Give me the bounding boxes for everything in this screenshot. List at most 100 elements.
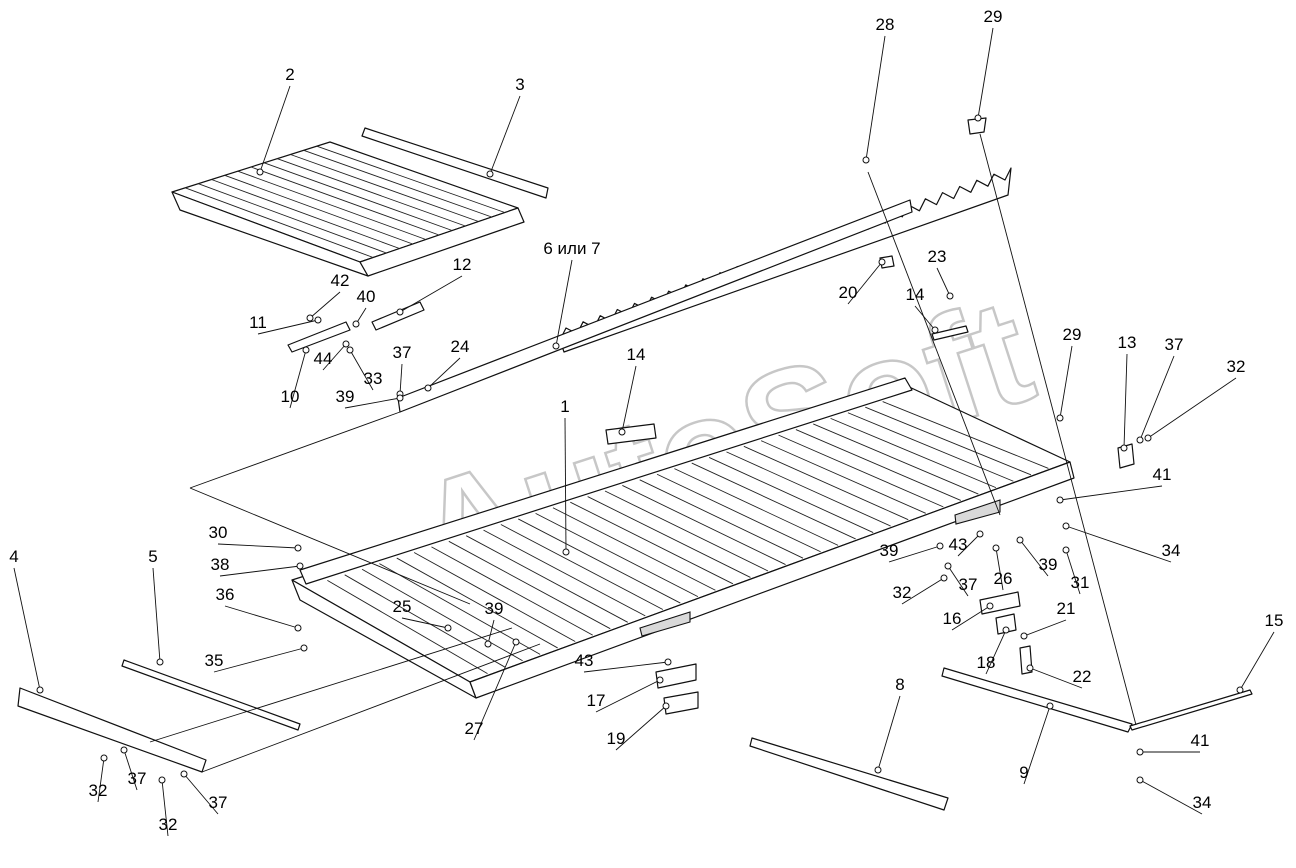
leader-line-22 xyxy=(1029,667,1083,689)
fastener-9 xyxy=(1046,702,1054,710)
callout-30: 30 xyxy=(209,523,228,542)
fastener-11 xyxy=(314,316,322,324)
fastener-32 xyxy=(100,754,108,762)
leader-line-24 xyxy=(427,357,461,389)
leader-line-26 xyxy=(995,547,1004,591)
leader-line-37 xyxy=(399,363,403,395)
fastener-23 xyxy=(946,292,954,300)
callout-19: 19 xyxy=(607,729,626,748)
fastener-8 xyxy=(874,766,882,774)
leader-line-5 xyxy=(152,567,161,663)
leader-line-35 xyxy=(213,647,305,673)
fastener-4 xyxy=(36,686,44,694)
leader-line-30 xyxy=(217,543,299,549)
callout-27: 27 xyxy=(465,719,484,738)
part-1-main-frame xyxy=(291,377,1075,699)
leader-line-29 xyxy=(1059,345,1073,419)
callout-22: 22 xyxy=(1073,667,1092,686)
fastener-25 xyxy=(444,624,452,632)
leader-line-39 xyxy=(1019,539,1049,577)
fastener-44 xyxy=(342,340,350,348)
fastener-37 xyxy=(120,746,128,754)
fastener-41 xyxy=(1056,496,1064,504)
leader-line-32 xyxy=(97,757,105,803)
leader-line-39 xyxy=(888,545,941,563)
callout-39: 39 xyxy=(880,541,899,560)
callout-4: 4 xyxy=(9,547,18,566)
fastener-33 xyxy=(346,346,354,354)
fastener-32 xyxy=(940,574,948,582)
callout-21: 21 xyxy=(1057,599,1076,618)
fastener-27 xyxy=(512,638,520,646)
callout-20: 20 xyxy=(839,283,858,302)
callout-33: 33 xyxy=(364,369,383,388)
callout-17: 17 xyxy=(587,691,606,710)
callout-36: 36 xyxy=(216,585,235,604)
callout-32: 32 xyxy=(893,583,912,602)
callout-26: 26 xyxy=(994,569,1013,588)
callout-37: 37 xyxy=(209,793,228,812)
fastener-40 xyxy=(352,320,360,328)
leader-line-13 xyxy=(1123,353,1128,449)
callout-32: 32 xyxy=(159,815,178,834)
leader-line-12 xyxy=(399,275,463,313)
leader-line-43 xyxy=(957,533,981,557)
fastener-32 xyxy=(1144,434,1152,442)
callout-41: 41 xyxy=(1153,465,1172,484)
callout-41: 41 xyxy=(1191,731,1210,750)
fastener-19 xyxy=(662,702,670,710)
fastener-21 xyxy=(1020,632,1028,640)
fastener-6 или 7 xyxy=(552,342,560,350)
callout-39: 39 xyxy=(1039,555,1058,574)
fastener-37 xyxy=(1136,436,1144,444)
callout-38: 38 xyxy=(211,555,230,574)
fastener-39 xyxy=(484,640,492,648)
leader-line-23 xyxy=(936,267,951,297)
callout-6 или 7: 6 или 7 xyxy=(543,239,600,258)
fastener-39 xyxy=(936,542,944,550)
fastener-3 xyxy=(486,170,494,178)
fastener-5 xyxy=(156,658,164,666)
fastener-24 xyxy=(424,384,432,392)
leader-line-39 xyxy=(487,619,495,645)
callout-5: 5 xyxy=(148,547,157,566)
fastener-14 xyxy=(931,326,939,334)
fastener-42 xyxy=(306,314,314,322)
fastener-28 xyxy=(862,156,870,164)
fastener-17 xyxy=(656,676,664,684)
leader-line-9 xyxy=(1023,705,1051,785)
leader-line-32 xyxy=(1147,377,1237,439)
fastener-2 xyxy=(256,168,264,176)
leader-line-4 xyxy=(13,567,41,691)
fastener-34 xyxy=(1062,522,1070,530)
part-15-rod xyxy=(1129,689,1253,731)
fastener-38 xyxy=(296,562,304,570)
callout-44: 44 xyxy=(314,349,333,368)
leader-line-33 xyxy=(349,349,374,391)
callout-9: 9 xyxy=(1019,763,1028,782)
fastener-43 xyxy=(976,530,984,538)
callout-37: 37 xyxy=(1165,335,1184,354)
leader-line-18 xyxy=(985,629,1007,675)
callout-31: 31 xyxy=(1071,573,1090,592)
fastener-39 xyxy=(396,394,404,402)
leader-line-41 xyxy=(1059,485,1163,501)
fastener-26 xyxy=(992,544,1000,552)
fastener-13 xyxy=(1120,444,1128,452)
callout-16: 16 xyxy=(943,609,962,628)
leader-line-37 xyxy=(947,565,969,597)
leader-line-34 xyxy=(1065,525,1172,563)
leader-line-8 xyxy=(877,695,901,771)
part-3-strip xyxy=(361,127,549,199)
callout-34: 34 xyxy=(1162,541,1181,560)
callout-28: 28 xyxy=(876,15,895,34)
fastener-34 xyxy=(1136,776,1144,784)
leader-line-14 xyxy=(914,305,936,331)
leader-line-16 xyxy=(951,605,991,631)
fastener-35 xyxy=(300,644,308,652)
callout-39: 39 xyxy=(485,599,504,618)
callout-18: 18 xyxy=(977,653,996,672)
fastener-14 xyxy=(618,428,626,436)
fastener-1 xyxy=(562,548,570,556)
